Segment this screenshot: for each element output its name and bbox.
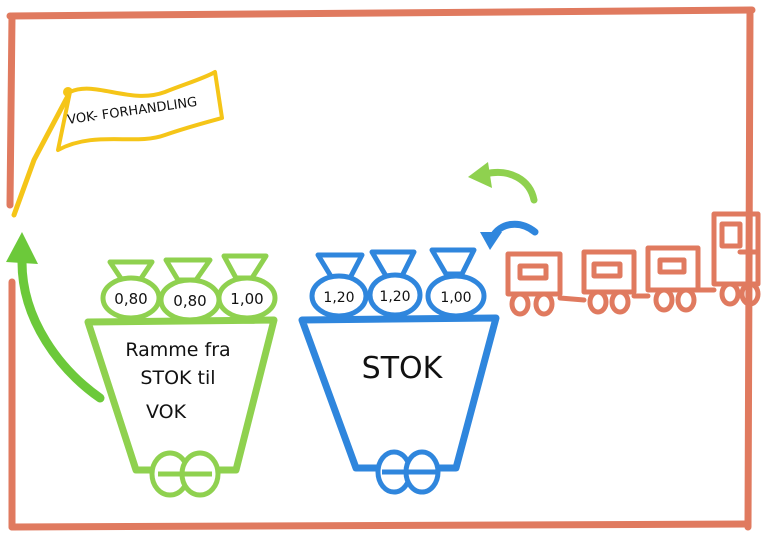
vok-flag: VOK- FORHANDLING	[11, 70, 224, 218]
blue-bag-3-label: 1,00	[440, 290, 471, 306]
train-engine	[711, 211, 761, 307]
green-cart-label-line-3: VOK	[146, 401, 187, 423]
train	[505, 211, 761, 317]
green-cart-label-line-1: Ramme fra	[125, 339, 230, 361]
blue-cart: 1,20 1,20 1,00 STOK	[298, 247, 500, 495]
green-cart-wheels	[149, 450, 221, 498]
blue-bag-3: 1,00	[425, 247, 487, 319]
green-curved-arrow	[468, 162, 538, 204]
green-bag-1: 0,80	[100, 259, 162, 321]
green-cart: 0,80 0,80 1,00 Ramme fra STOK til VOK	[84, 253, 278, 498]
flag-pole	[11, 89, 73, 218]
blue-bag-1: 1,20	[309, 252, 369, 319]
blue-bag-2: 1,20	[367, 249, 423, 318]
green-up-arrow	[6, 232, 105, 403]
blue-cart-body	[298, 314, 500, 472]
blue-cart-label: STOK	[362, 351, 444, 386]
flag-banner	[56, 70, 224, 152]
green-bag-3: 1,00	[216, 253, 278, 321]
green-cart-label-line-2: STOK til	[140, 367, 215, 389]
outer-frame	[6, 6, 756, 531]
green-cart-body	[84, 316, 278, 474]
train-wagon-2	[581, 249, 651, 315]
train-wagon-3	[645, 245, 717, 313]
green-bag-1-label: 0,80	[114, 290, 147, 308]
train-wagon-1	[505, 251, 587, 317]
green-bag-2-label: 0,80	[173, 292, 206, 310]
blue-cart-wheels	[375, 449, 441, 495]
green-bag-3-label: 1,00	[230, 290, 263, 308]
blue-bag-2-label: 1,20	[379, 289, 410, 305]
blue-curved-arrow	[480, 220, 539, 250]
green-bag-2: 0,80	[158, 257, 222, 323]
blue-bag-1-label: 1,20	[323, 290, 354, 306]
